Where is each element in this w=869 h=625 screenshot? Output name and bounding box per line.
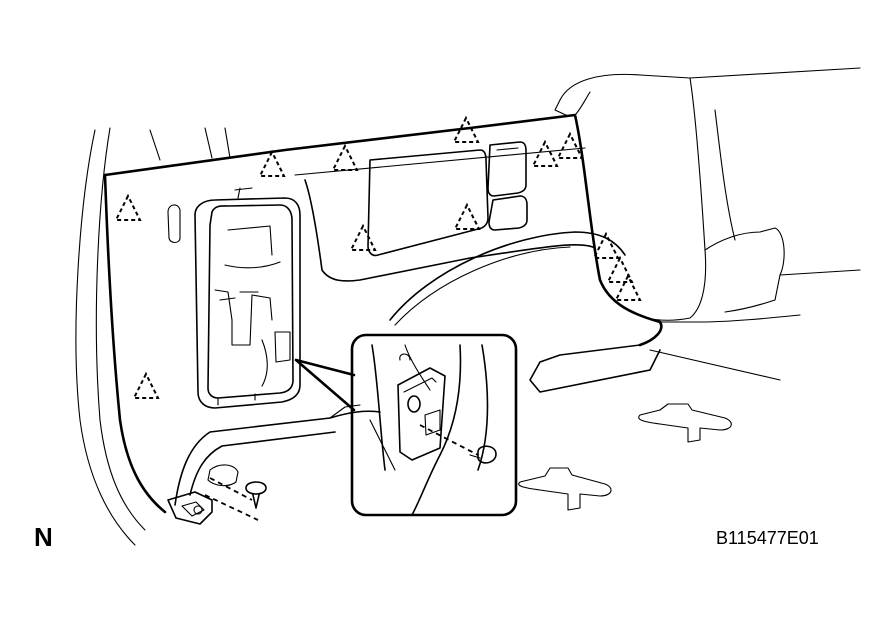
dashed-triangle-icon	[258, 149, 286, 177]
dashed-triangle-icon	[349, 223, 377, 251]
dashed-triangle-icon	[614, 273, 642, 301]
dashed-triangle-icon	[556, 131, 584, 159]
dashed-triangle-icon	[114, 193, 142, 221]
service-opening	[194, 187, 301, 409]
figure-code: B115477E01	[716, 528, 819, 548]
push-clip-icon	[245, 481, 267, 509]
clip-markers	[114, 115, 642, 399]
panel-slot	[167, 204, 181, 244]
dashed-triangle-icon	[592, 231, 620, 259]
push-clip-icon	[469, 445, 497, 464]
dashed-triangle-icon	[331, 143, 359, 171]
clip-detail-callout	[350, 333, 518, 517]
lower-clip-assembly	[167, 464, 267, 525]
dashed-triangle-icon	[606, 255, 634, 283]
switch-openings	[487, 141, 528, 231]
storage-pocket	[367, 149, 489, 257]
dashed-triangle-icon	[531, 139, 559, 167]
body-pillar	[75, 127, 231, 546]
view-label: N	[34, 522, 53, 552]
floor-hooks	[518, 403, 732, 511]
dashed-triangle-icon	[132, 371, 160, 399]
rear-seat-area	[554, 67, 861, 381]
dashed-triangle-icon	[453, 202, 481, 230]
dashed-triangle-icon	[452, 115, 480, 143]
callout-leader	[294, 358, 356, 412]
